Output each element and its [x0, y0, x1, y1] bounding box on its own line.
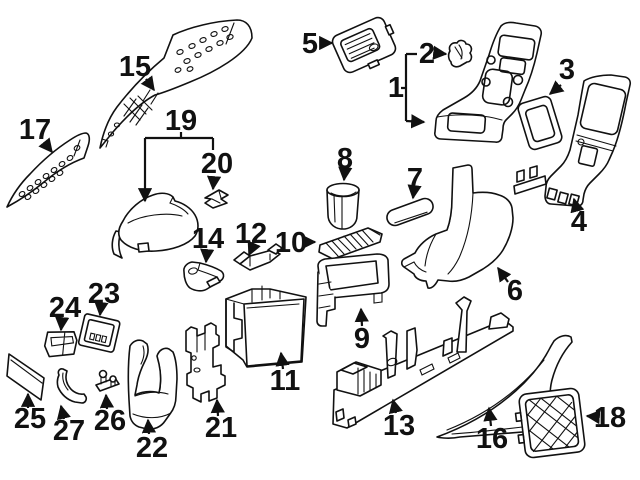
callout-label-23: 23	[88, 278, 120, 310]
part-22-pillar-bracket	[127, 339, 178, 430]
callout-13-arrow	[388, 398, 403, 415]
callout-15-arrow	[140, 75, 155, 92]
callout-label-4: 4	[571, 206, 587, 238]
callout-23-arrow	[94, 301, 109, 317]
part-4-seatback-frame	[513, 74, 632, 207]
part-9-storage-bin	[316, 253, 390, 327]
callout-label-22: 22	[136, 432, 168, 464]
callout-4-arrow	[570, 197, 585, 214]
callout-label-7: 7	[407, 163, 423, 195]
callout-label-21: 21	[205, 412, 237, 444]
callout-label-12: 12	[235, 218, 267, 250]
part-15-trim-panel	[99, 19, 253, 149]
part-2-fastener-clip	[447, 39, 473, 68]
callout-label-14: 14	[192, 223, 224, 255]
part-8-cup-holder	[326, 182, 360, 230]
callout-26-arrow	[99, 393, 115, 410]
callout-14-arrow	[200, 248, 215, 264]
callout-label-3: 3	[559, 54, 575, 86]
callout-label-16: 16	[476, 423, 508, 455]
callout-11-arrow	[275, 351, 290, 370]
part-17-trim-panel	[6, 132, 91, 208]
callout-17-arrow	[38, 137, 53, 154]
callout-27-arrow	[56, 404, 71, 421]
callout-22-arrow	[141, 418, 157, 435]
callout-label-25: 25	[14, 403, 46, 435]
part-27-strap-hook	[56, 368, 88, 404]
part-11-console-box	[225, 285, 307, 368]
callout-9-arrow	[354, 307, 369, 327]
callout-1-bracket	[401, 52, 417, 121]
callout-labels: 1 2 3 4 5 6 7 8 9 10 11 12 13 14 15 16 1…	[14, 28, 626, 464]
callout-label-13: 13	[383, 410, 415, 442]
part-6-console-shell	[400, 164, 514, 289]
part-19-armrest-lid	[111, 192, 199, 259]
part-7-trim-strip	[386, 197, 434, 227]
callout-20-arrow	[206, 175, 222, 191]
callout-12-arrow	[247, 240, 261, 257]
callout-label-24: 24	[49, 292, 81, 324]
callout-19-bracket	[145, 132, 215, 150]
part-5-vent-unit	[331, 16, 397, 74]
callout-label-11: 11	[270, 365, 301, 397]
callout-label-9: 9	[354, 323, 370, 355]
part-10-rubber-mat	[318, 227, 383, 260]
callout-label-20: 20	[201, 148, 233, 180]
part-3-bezel-lid	[517, 95, 563, 151]
part-24-small-tray	[43, 331, 78, 358]
part-26-clip-pins	[95, 369, 120, 392]
callout-2-arrow	[432, 45, 448, 60]
callout-16-arrow	[483, 406, 498, 427]
part-20-clip	[204, 189, 229, 209]
callout-7-arrow	[407, 184, 422, 200]
callout-8-arrow	[338, 166, 353, 182]
callout-21-arrow	[210, 398, 225, 417]
part-1-console-upper-panel	[434, 21, 543, 143]
part-14-mount-bracket	[183, 261, 225, 292]
callout-label-8: 8	[337, 143, 353, 175]
callout-18-arrow	[585, 409, 601, 425]
callout-label-26: 26	[94, 405, 126, 437]
part-13-support-frame	[332, 296, 514, 429]
callout-label-6: 6	[507, 275, 523, 307]
part-23-switch-module	[77, 313, 121, 353]
callout-6-arrow	[497, 266, 512, 283]
callout-label-15: 15	[119, 51, 151, 83]
callout-label-10: 10	[275, 227, 307, 259]
callout-1-arrow	[405, 114, 426, 129]
callout-label-2: 2	[419, 38, 435, 70]
part-25-mat-panel	[6, 353, 45, 401]
callout-label-1: 1	[388, 72, 404, 104]
callout-label-5: 5	[302, 28, 318, 60]
callout-label-17: 17	[19, 114, 51, 146]
callout-label-19: 19	[165, 105, 197, 137]
part-21-mounting-bracket	[185, 322, 226, 403]
callout-label-27: 27	[53, 415, 85, 447]
callout-label-18: 18	[594, 402, 626, 434]
part-18-cargo-net	[514, 387, 586, 459]
callout-arrows	[20, 35, 601, 435]
callout-3-arrow	[548, 80, 565, 95]
callout-24-arrow	[55, 316, 70, 332]
